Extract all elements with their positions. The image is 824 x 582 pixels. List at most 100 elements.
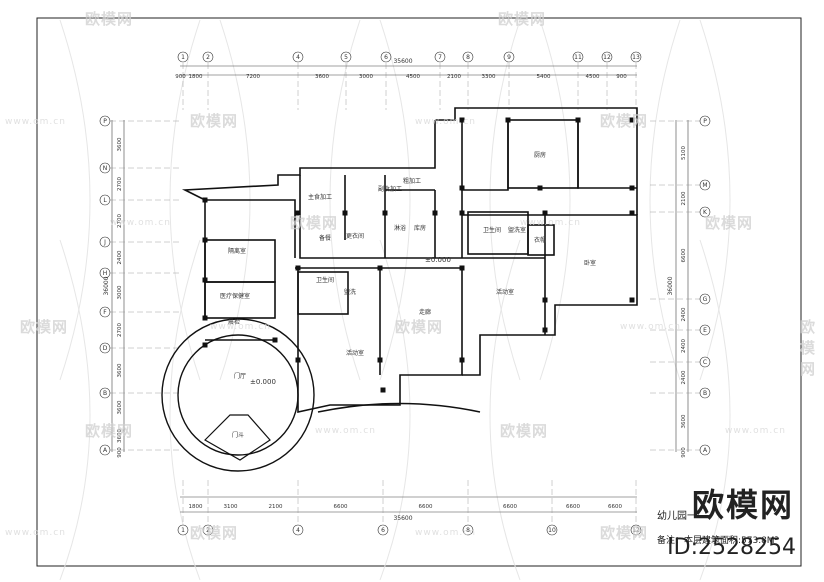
room-label-wc1: 卫生间 (483, 226, 501, 234)
dim-bottom: 6600 (608, 504, 622, 510)
room-label-wash2: 盥洗 (344, 288, 356, 296)
axis-right-G-bubble (699, 293, 711, 305)
axis-bottom-12-label: 12 (632, 527, 640, 534)
axis-top-1-label: 1 (181, 54, 185, 61)
column-mark (202, 237, 208, 243)
axis-left-D-bubble (99, 342, 111, 354)
structural-columns (202, 117, 635, 393)
axis-top-9-bubble (503, 51, 515, 63)
axis-top-11-label: 11 (574, 54, 582, 61)
axis-top-5-bubble (340, 51, 352, 63)
axis-top-6-bubble (380, 51, 392, 63)
watermark-pattern (59, 19, 731, 581)
room-labels: 厨房主食加工副食加工粗加工备餐更衣间库房隔离室医疗保健室晨检门厅门斗活动室活动室… (220, 151, 596, 439)
axis-left-H-bubble (99, 267, 111, 279)
total-dim-top: 35600 (393, 58, 412, 65)
axis-left-H-label: H (103, 270, 108, 277)
axis-top-11-bubble (572, 51, 584, 63)
dim-left: 3000 (117, 285, 123, 299)
dim-right: 2400 (681, 307, 687, 321)
watermark-url: www.om.cn (415, 117, 476, 127)
axis-left-J-label: J (103, 239, 106, 246)
axis-bottom-2-bubble (202, 524, 214, 536)
axis-bottom-10-bubble (546, 524, 558, 536)
watermark-url: www.om.cn (210, 322, 271, 332)
axis-top-6-label: 6 (384, 54, 388, 61)
axis-left-L-label: L (103, 197, 107, 204)
axis-left-P-label: P (103, 118, 107, 125)
axis-left-D-label: D (103, 345, 108, 352)
column-mark (505, 117, 511, 123)
axis-right-A-bubble (699, 444, 711, 456)
axis-top-2-bubble (202, 51, 214, 63)
dim-top: 4500 (586, 74, 600, 80)
room-label-staple: 粗加工 (403, 177, 421, 185)
dim-right: 2400 (681, 339, 687, 353)
column-mark (459, 357, 465, 363)
axis-left-J-bubble (99, 236, 111, 248)
room-label-activity-b: 活动室 (496, 288, 514, 296)
column-mark (542, 210, 548, 216)
axis-top-7-label: 7 (438, 54, 442, 61)
dim-bottom: 6600 (419, 504, 433, 510)
column-mark (377, 357, 383, 363)
dim-right: 5100 (681, 146, 687, 160)
axis-bottom-10-label: 10 (548, 527, 556, 534)
room-label-clinic: 医疗保健室 (220, 292, 250, 300)
sheet-border (36, 17, 802, 567)
axis-right-P-bubble (699, 115, 711, 127)
axis-top-8-bubble (462, 51, 474, 63)
dim-left: 2700 (117, 177, 123, 191)
axis-left-B-label: B (103, 390, 107, 397)
axis-bottom-1-bubble (177, 524, 189, 536)
column-mark (295, 210, 301, 216)
watermark-text: 欧模网 (20, 318, 69, 336)
column-mark (459, 265, 465, 271)
drawing-title: 幼儿园一 (657, 511, 697, 522)
dim-bottom: 6600 (566, 504, 580, 510)
dim-bottom: 3100 (224, 504, 238, 510)
axis-bottom-4-bubble (292, 524, 304, 536)
axis-left-A-label: A (103, 447, 108, 454)
axis-right-K-bubble (699, 206, 711, 218)
room-label-activity-a: 活动室 (346, 349, 364, 357)
column-mark (629, 185, 635, 191)
dim-bottom: 2100 (269, 504, 283, 510)
axis-left-N-label: N (103, 165, 108, 172)
dim-top: 7200 (246, 74, 260, 80)
brand-id: ID:2528254 (667, 535, 796, 560)
axis-bottom-12-bubble (630, 524, 642, 536)
watermark-text: 欧模网 (500, 422, 549, 440)
column-mark (459, 210, 465, 216)
watermark-text: 欧模网 (290, 214, 339, 232)
watermark-text: 欧模网 (600, 112, 649, 130)
watermark-text: 欧模网 (85, 422, 134, 440)
axis-top-4-label: 4 (296, 54, 300, 61)
room-label-isolation: 隔离室 (228, 247, 246, 255)
axis-right-E-bubble (699, 324, 711, 336)
dim-right: 2100 (681, 191, 687, 205)
watermark-text: 欧模网 (705, 214, 754, 232)
level-entrance: ±0.000 (425, 256, 451, 264)
column-mark (537, 185, 543, 191)
column-mark (202, 315, 208, 321)
axis-bottom-2-label: 2 (206, 527, 210, 534)
dim-right: 3600 (681, 414, 687, 428)
watermark-text: 欧模网 (395, 318, 444, 336)
dim-top: 1800 (189, 74, 203, 80)
watermark-text: 欧模网 (600, 524, 649, 542)
watermark-text: 欧模网 (190, 524, 239, 542)
dim-top: 3000 (359, 74, 373, 80)
building-walls (181, 107, 638, 413)
watermark-url: www.om.cn (520, 218, 581, 228)
axis-top-9-label: 9 (507, 54, 511, 61)
column-mark (459, 185, 465, 191)
drawing-note: 备注：本层建筑面积:573.8M² (657, 536, 779, 546)
axis-bottom-6-bubble (377, 524, 389, 536)
axis-top-8-label: 8 (466, 54, 470, 61)
dim-left: 2700 (117, 323, 123, 337)
room-label-hall: 门厅 (234, 372, 246, 380)
column-mark (542, 327, 548, 333)
dim-top: 5400 (537, 74, 551, 80)
axis-right-A-label: A (703, 447, 708, 454)
